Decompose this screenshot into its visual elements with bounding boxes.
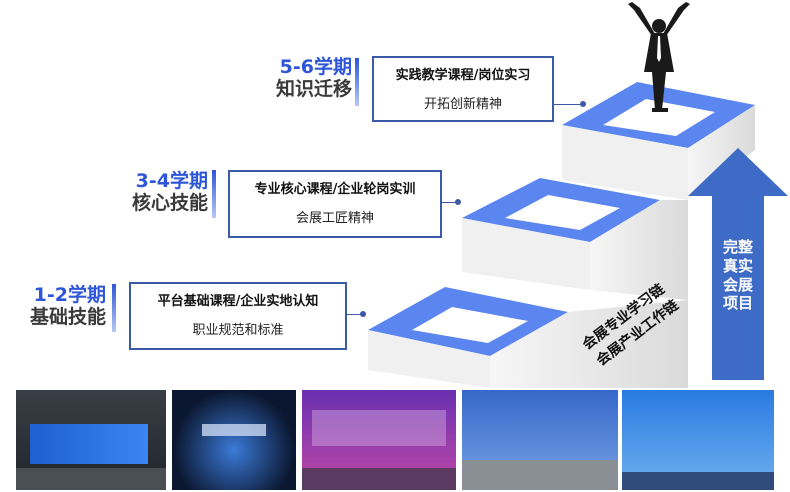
course-box: 平台基础课程/企业实地认知 职业规范和标准 (129, 282, 347, 350)
semester-label: 5-6学期 知识迁移 (275, 56, 352, 101)
accent-bar (112, 284, 116, 332)
connector-dot (580, 101, 586, 107)
semester-label: 1-2学期 基础技能 (29, 284, 106, 329)
ability: 核心技能 (131, 191, 208, 214)
course-title: 平台基础课程/企业实地认知 (157, 294, 319, 309)
course-title: 实践教学课程/岗位实习 (395, 68, 531, 83)
term: 5-6学期 (279, 56, 352, 78)
arrow-text: 完整 真实 会展 项目 (723, 238, 754, 313)
step-riser (462, 218, 590, 290)
connector-dot (360, 311, 366, 317)
course-box: 实践教学课程/岗位实习 开拓创新精神 (372, 56, 554, 122)
step-riser (562, 125, 688, 200)
semester-label: 3-4学期 核心技能 (131, 170, 208, 215)
step-riser (368, 330, 490, 388)
photo-opening (462, 390, 618, 490)
accent-bar (355, 58, 359, 106)
photo-forum (622, 390, 774, 490)
course-spirit: 职业规范和标准 (192, 323, 284, 338)
photo-ceremony (302, 390, 456, 490)
ability: 知识迁移 (275, 77, 352, 100)
photo-event-hall (16, 390, 166, 490)
up-arrow (688, 148, 788, 380)
course-box: 专业核心课程/企业轮岗实训 会展工匠精神 (228, 170, 442, 238)
person-icon (628, 2, 690, 112)
term: 3-4学期 (135, 170, 208, 192)
course-spirit: 开拓创新精神 (423, 97, 502, 112)
course-spirit: 会展工匠精神 (295, 211, 374, 226)
ability: 基础技能 (29, 305, 106, 328)
term: 1-2学期 (33, 284, 106, 306)
photo-stage-lights (172, 390, 296, 490)
accent-bar (212, 170, 216, 218)
connector-dot (455, 199, 461, 205)
course-title: 专业核心课程/企业轮岗实训 (254, 182, 416, 197)
